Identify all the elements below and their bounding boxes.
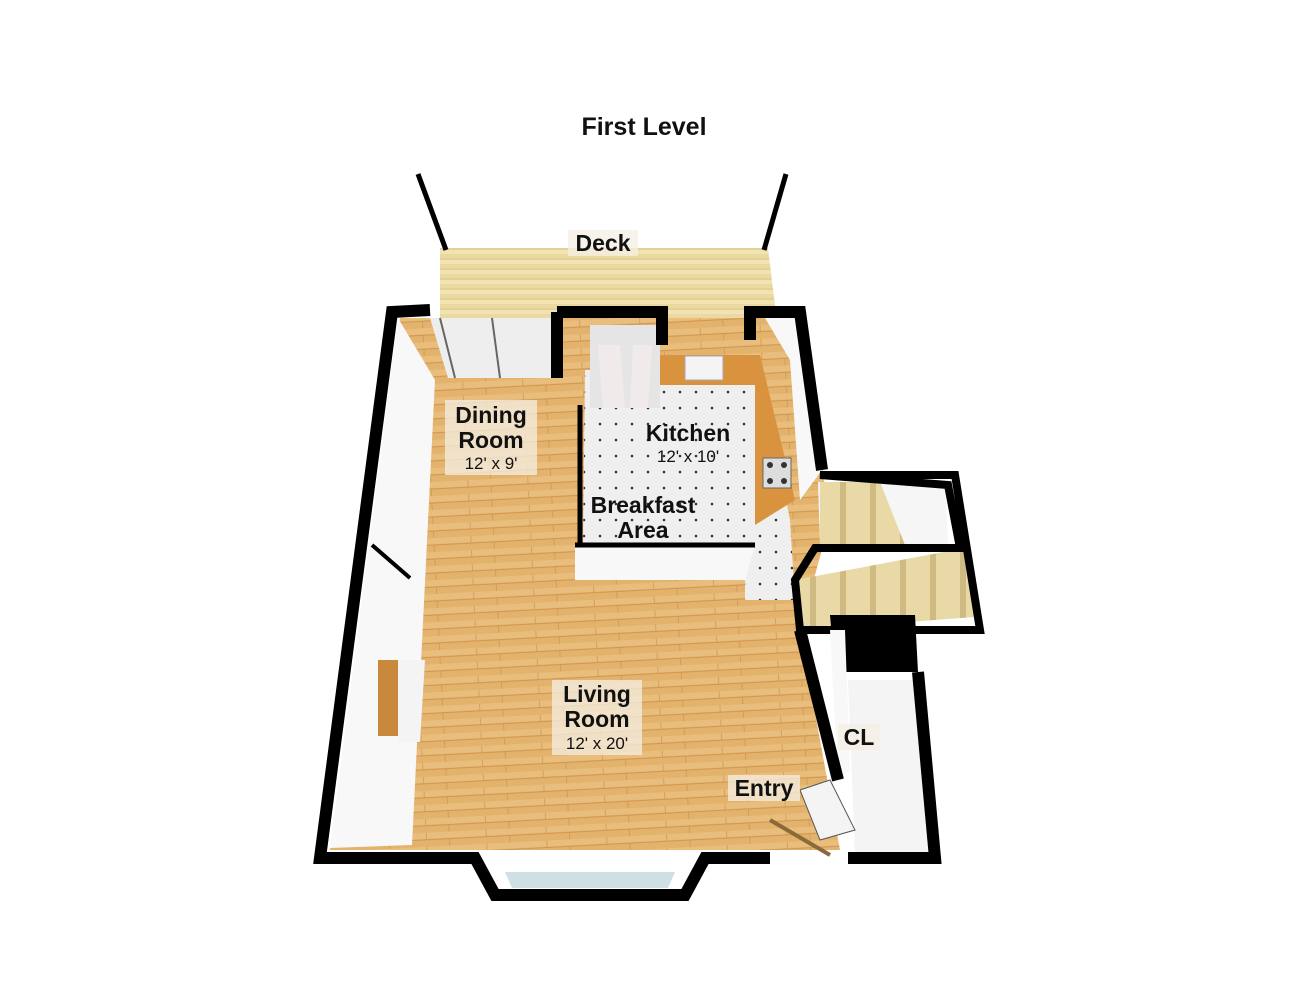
staircase[interactable]: [790, 471, 985, 672]
fireplace: [378, 660, 398, 736]
sink-icon: [684, 355, 724, 381]
living-room-name-2: Room: [564, 706, 629, 732]
breakfast-half-wall: [575, 545, 755, 580]
deck-railing-right: [761, 173, 789, 251]
deck-label: Deck: [576, 230, 631, 256]
closet-label: CL: [838, 724, 880, 750]
closet-name: CL: [844, 724, 875, 750]
entry-name: Entry: [735, 775, 794, 801]
kitchen-label: Kitchen 12' x 10': [646, 420, 730, 466]
living-room-dimensions: 12' x 20': [566, 734, 628, 753]
deck: Deck: [415, 173, 789, 330]
living-room-name: Living: [563, 681, 631, 707]
entry-label: Entry: [728, 775, 800, 801]
stove-icon: [762, 457, 792, 489]
kitchen-dimensions: 12' x 10': [657, 447, 719, 466]
kitchen-counter: [660, 355, 795, 525]
deck-railing-left: [415, 173, 449, 251]
dining-room-dimensions: 12' x 9': [465, 454, 518, 473]
exterior-walls: [313, 304, 942, 901]
dining-room-name-2: Room: [458, 427, 523, 453]
breakfast-name-2: Area: [617, 517, 668, 543]
dining-room-label: Dining Room 12' x 9': [445, 400, 537, 475]
living-room-label: Living Room 12' x 20': [552, 680, 642, 755]
bay-window: [505, 872, 675, 888]
dining-room-name: Dining: [455, 402, 527, 428]
entry-door[interactable]: [768, 779, 856, 857]
level-title: First Level: [581, 113, 706, 141]
breakfast-name: Breakfast: [591, 492, 696, 518]
kitchen-name: Kitchen: [646, 420, 730, 446]
breakfast-area-label: Breakfast Area: [591, 492, 696, 543]
kitchen: [575, 318, 822, 600]
